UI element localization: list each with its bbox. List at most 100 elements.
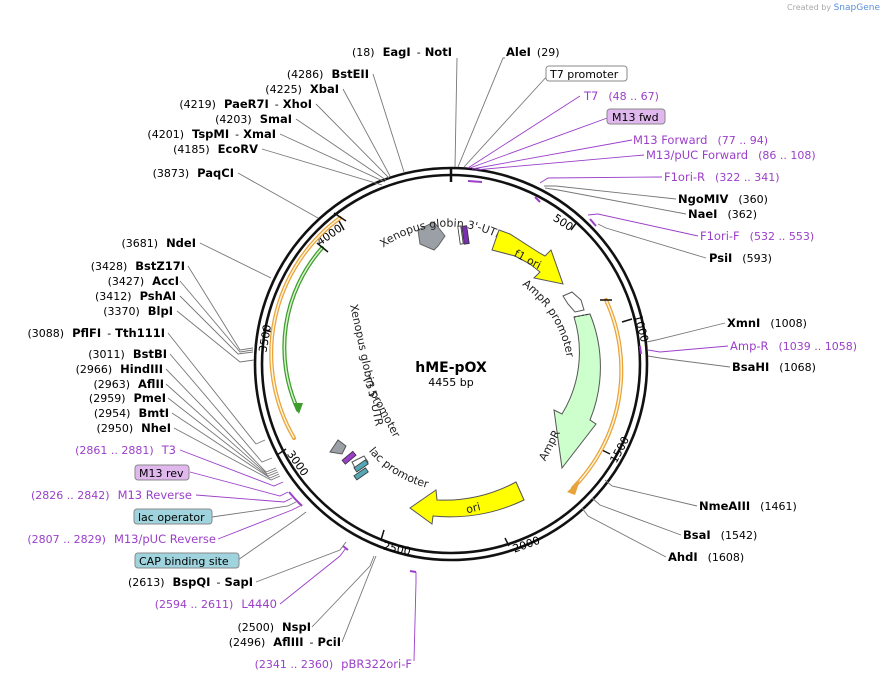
label-xmni[interactable]: XmnI(1008): [727, 316, 807, 330]
credit-prefix: Created by: [787, 3, 832, 12]
cap-site-mark: [353, 467, 369, 481]
leader-t7: [467, 95, 581, 169]
label-aflii[interactable]: (2963)AflII: [93, 377, 164, 391]
m13-fwd-box: [606, 108, 666, 125]
label-pmei[interactable]: (2959)PmeI: [89, 391, 166, 405]
label-bspqi-sapi[interactable]: (2613)BspQI-SapI: [128, 575, 253, 589]
label-m13-reverse[interactable]: (2826 .. 2842)M13 Reverse: [31, 488, 192, 502]
leader-bsai: [591, 497, 682, 536]
leader-ecorv: [261, 148, 383, 186]
leader-nmeaiii: [604, 479, 698, 507]
label-nmeaiii[interactable]: NmeAIII(1461): [699, 499, 797, 513]
leader-pbr322ori-f: [413, 572, 417, 662]
label-f1ori-f[interactable]: F1ori-F(532 .. 553): [700, 229, 814, 243]
orf-arc-right-inner: [572, 299, 623, 489]
label-tth111i[interactable]: (3088)PflFI-Tth111I: [28, 326, 165, 340]
primer-mark-f1ori-r: [534, 196, 541, 203]
leader-bstz17i: [187, 265, 254, 351]
label-afliii-pcii[interactable]: (2496)AflIII-PciI: [229, 635, 341, 649]
label-t3[interactable]: (2861 .. 2881)T3: [75, 443, 176, 457]
primer-mark-pbr322: [409, 570, 417, 573]
feature-ampr-promoter-arrow: [562, 291, 585, 313]
label-cap-binding-site[interactable]: CAP binding site: [134, 552, 240, 569]
label-xmai[interactable]: (4201)TspMI-XmaI: [147, 127, 276, 141]
label-xhoi[interactable]: (4219)PaeR7I-XhoI: [179, 97, 312, 111]
leader-sapi: [255, 541, 347, 583]
label-acci[interactable]: (3427)AccI: [108, 274, 179, 288]
tick-label-2500: 2500: [382, 540, 412, 559]
leader-xhoi: [315, 103, 390, 179]
lac-operator-mark: [353, 459, 369, 473]
t7-promoter-box: [545, 65, 628, 82]
label-m13-forward[interactable]: M13 Forward(77 .. 94): [633, 133, 768, 147]
label-lac-operator[interactable]: lac operator: [133, 508, 213, 525]
leader-m13-reverse: [195, 494, 293, 503]
feature-f1-ori-arrow: [491, 229, 564, 285]
t7-promoter-mark: [461, 225, 470, 245]
label-amp-r[interactable]: Amp-R(1039 .. 1058): [730, 339, 857, 353]
label-paqci[interactable]: (3873)PaqCI: [153, 166, 234, 180]
leader-hindiii: [165, 368, 277, 473]
label-eagi-noti[interactable]: (18)EagI-NotI: [352, 45, 452, 59]
leader-ndei: [199, 242, 272, 279]
label-bstz17i[interactable]: (3428)BstZ17I: [91, 259, 185, 273]
label-t7[interactable]: T7(48 .. 67): [583, 89, 659, 103]
label-naei[interactable]: NaeI(362): [688, 207, 757, 221]
label-m13-fwd[interactable]: M13 fwd: [606, 108, 666, 125]
leader-m13-forward: [471, 139, 633, 170]
label-pbr322ori-f[interactable]: (2341 .. 2360)pBR322ori-F: [255, 657, 412, 671]
label-xbai[interactable]: (4225)XbaI: [265, 82, 339, 96]
tick-4000: [338, 220, 345, 231]
label-ahdi[interactable]: AhdI(1608): [668, 550, 744, 564]
label-t7-promoter[interactable]: T7 promoter: [545, 65, 628, 82]
leader-alei: [457, 57, 505, 168]
leader-nhei: [173, 427, 281, 481]
leader-eagi-noti: [454, 57, 458, 168]
lac-operator-box: [133, 508, 213, 525]
leader-m13-rev: [189, 471, 289, 497]
leader-naei: [544, 187, 687, 215]
label-m13puc-reverse[interactable]: (2807 .. 2829)M13/pUC Reverse: [27, 532, 216, 546]
primer-mark-t7: [467, 180, 483, 183]
label-psii[interactable]: PsiI(593): [709, 251, 772, 265]
label-ecorv[interactable]: (4185)EcoRV: [173, 142, 258, 156]
orf-arc-green-inner: [283, 247, 323, 411]
label-bstbi[interactable]: (3011)BstBI: [88, 347, 167, 361]
m13-rev-mark: [341, 450, 357, 465]
leader-xmni: [646, 322, 726, 343]
m13-fwd-text: M13 fwd: [612, 111, 659, 124]
leader-acci: [179, 280, 254, 353]
label-pshai[interactable]: (3412)PshAI: [95, 289, 176, 303]
leader-xmai: [279, 133, 386, 183]
leader-lac-operator: [211, 501, 297, 518]
label-hindiii[interactable]: (2966)HindIII: [76, 362, 163, 376]
label-ngomiv[interactable]: NgoMIV(360): [678, 192, 768, 206]
tick-label-500: 500: [551, 212, 576, 234]
leader-bsahi: [647, 355, 731, 368]
label-nhei[interactable]: (2950)NheI: [97, 421, 171, 435]
leader-aflii: [165, 383, 278, 475]
feature-ampr-arrow: [553, 313, 601, 470]
feature-xenopus-3utr-arrow: [417, 221, 446, 251]
label-l4440[interactable]: (2594 .. 2611)L4440: [155, 597, 277, 611]
leader-ahdi: [581, 507, 667, 558]
label-bsai[interactable]: BsaI(1542): [683, 528, 757, 542]
label-alei[interactable]: AleI(29): [506, 45, 560, 59]
primer-mark-m13puc-reverse: [295, 499, 303, 507]
label-f1ori-r[interactable]: F1ori-R(322 .. 341): [664, 170, 780, 184]
leader-blpi: [176, 310, 255, 363]
label-ndei[interactable]: (3681)NdeI: [121, 236, 196, 250]
cap-binding-box: [134, 552, 240, 569]
leader-paqci: [237, 172, 319, 219]
label-nspi[interactable]: (2500)NspI: [237, 620, 311, 634]
label-m13puc-forward[interactable]: M13/pUC Forward(86 .. 108): [646, 148, 816, 162]
label-blpi[interactable]: (3370)BlpI: [103, 304, 173, 318]
label-bsteii[interactable]: (4286)BstEII: [287, 67, 369, 81]
label-smai[interactable]: (4203)SmaI: [215, 112, 292, 126]
label-bmti[interactable]: (2954)BmtI: [94, 406, 169, 420]
lac-operator-text: lac operator: [138, 511, 205, 524]
leader-lines: [165, 57, 731, 662]
label-bsahi[interactable]: BsaHI(1068): [732, 360, 816, 374]
label-m13-rev[interactable]: M13 rev: [134, 464, 190, 481]
